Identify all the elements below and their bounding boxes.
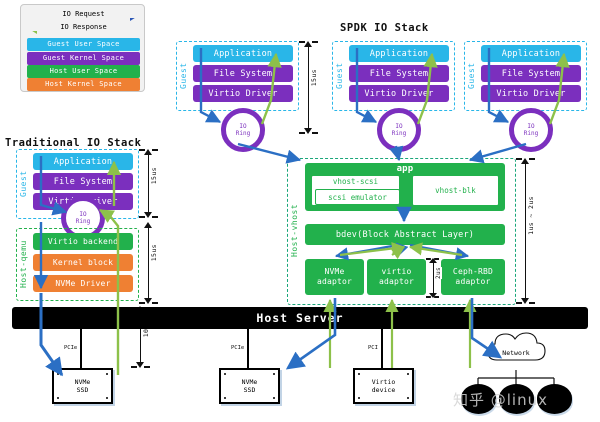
spdk-nvme-adaptor: NVMe adaptor [305, 259, 364, 295]
legend-host-kernel-space: Host Kernel Space [27, 78, 140, 91]
pcie-label-mid: PCIe [231, 345, 245, 351]
legend-host-user-space: Host User Space [27, 65, 140, 78]
legend-io-response: IO Response [29, 23, 138, 34]
traditional-virtio-backend: Virtio backend [33, 233, 133, 250]
legend-io-response-label: IO Response [29, 23, 138, 31]
traditional-guest-label: Guest [19, 170, 28, 197]
spdk-io-ring-1-line2: Ring [235, 130, 251, 137]
spdk-io-ring-3-line1: IO [527, 123, 535, 130]
device-virtio-line2: device [371, 386, 396, 394]
spdk-app-label: app [396, 164, 414, 174]
spdk-io-ring-2-line2: Ring [391, 130, 407, 137]
title-spdk: SPDK IO Stack [340, 22, 429, 34]
disk-1 [461, 384, 496, 414]
spdk-vhost-blk-box: vhost-blk [412, 175, 499, 206]
spdk-application-3: Application [481, 45, 581, 62]
traditional-io-ring-line2: Ring [75, 218, 91, 225]
traditional-nvme-driver: NVMe Driver [33, 275, 133, 292]
measure-spdk-guest-label: 15us [310, 69, 318, 87]
legend-panel: IO Request IO Response Guest User Space … [20, 4, 145, 92]
watermark: 知乎 @linux [453, 391, 548, 409]
pci-line-virtio [381, 329, 383, 370]
traditional-kernel-block: Kernel block [33, 254, 133, 271]
spdk-file-system-1: File System [193, 65, 293, 82]
device-virtio-line1: Virtio [371, 378, 396, 386]
device-nvme-ssd-mid-line1: NVMe [241, 378, 258, 386]
device-nvme-ssd-mid-line2: SSD [243, 386, 256, 394]
spdk-io-ring-1: IO Ring [221, 108, 265, 152]
spdk-file-system-2: File System [349, 65, 449, 82]
spdk-virtio-driver-1: Virtio Driver [193, 85, 293, 102]
network-cloud-label: Network [502, 349, 530, 357]
traditional-host-qemu-box [16, 228, 139, 301]
measure-traditional-guest-label: 15us [150, 167, 158, 185]
legend-guest-user-space: Guest User Space [27, 38, 140, 51]
traditional-application: Application [33, 153, 133, 170]
traditional-io-ring-line1: IO [79, 211, 87, 218]
traditional-host-qemu-label: Host-qemu [19, 240, 28, 288]
device-nvme-ssd-mid: NVMe SSD [219, 368, 280, 404]
spdk-vhost-scsi-box: vhost-scsi scsi emulator [311, 175, 400, 206]
legend-io-request: IO Request [29, 10, 138, 21]
spdk-guest-label-1: Guest [179, 62, 188, 89]
spdk-scsi-emulator-box: scsi emulator [315, 189, 400, 205]
spdk-vhost-scsi-label: vhost-scsi [332, 177, 379, 186]
measure-spdk-adaptor-label: 2us [435, 267, 442, 280]
pcie-line-left [80, 329, 82, 370]
pcie-label-left: PCIe [64, 345, 78, 351]
device-nvme-ssd-left-line2: SSD [76, 386, 89, 394]
traditional-file-system: File System [33, 173, 133, 190]
disk-2 [499, 384, 534, 414]
legend-io-request-label: IO Request [29, 10, 138, 18]
spdk-io-ring-3: IO Ring [509, 108, 553, 152]
spdk-virtio-driver-2: Virtio Driver [349, 85, 449, 102]
measure-traditional-host-label: 15us [150, 244, 158, 262]
traditional-io-ring: IO Ring [61, 196, 105, 240]
spdk-application-1: Application [193, 45, 293, 62]
spdk-io-ring-3-line2: Ring [523, 130, 539, 137]
spdk-io-ring-2: IO Ring [377, 108, 421, 152]
spdk-virtio-driver-3: Virtio Driver [481, 85, 581, 102]
spdk-bdev-block: bdev(Block Abstract Layer) [305, 224, 505, 245]
device-nvme-ssd-left-line1: NVMe [74, 378, 91, 386]
spdk-guest-label-2: Guest [335, 62, 344, 89]
measure-spdk-vhost-label: 1us ~ 2us [527, 196, 535, 235]
pci-label-virtio: PCI [368, 345, 378, 351]
spdk-file-system-3: File System [481, 65, 581, 82]
legend-guest-kernel-space: Guest Kernel Space [27, 52, 140, 65]
spdk-ceph-rbd-adaptor: Ceph-RBD adaptor [441, 259, 505, 295]
device-virtio: Virtio device [353, 368, 414, 404]
spdk-io-ring-2-line1: IO [395, 123, 403, 130]
title-traditional: Traditional IO Stack [5, 137, 142, 149]
host-server-bar: Host Server [12, 307, 588, 329]
disk-3 [537, 384, 572, 414]
spdk-host-vhost-label: Host-vhost [290, 203, 299, 257]
spdk-application-2: Application [349, 45, 449, 62]
pcie-line-mid [247, 329, 249, 370]
device-nvme-ssd-left: NVMe SSD [52, 368, 113, 404]
spdk-guest-label-3: Guest [467, 62, 476, 89]
spdk-io-ring-1-line1: IO [239, 123, 247, 130]
spdk-virtio-adaptor: virtio adaptor [367, 259, 426, 295]
